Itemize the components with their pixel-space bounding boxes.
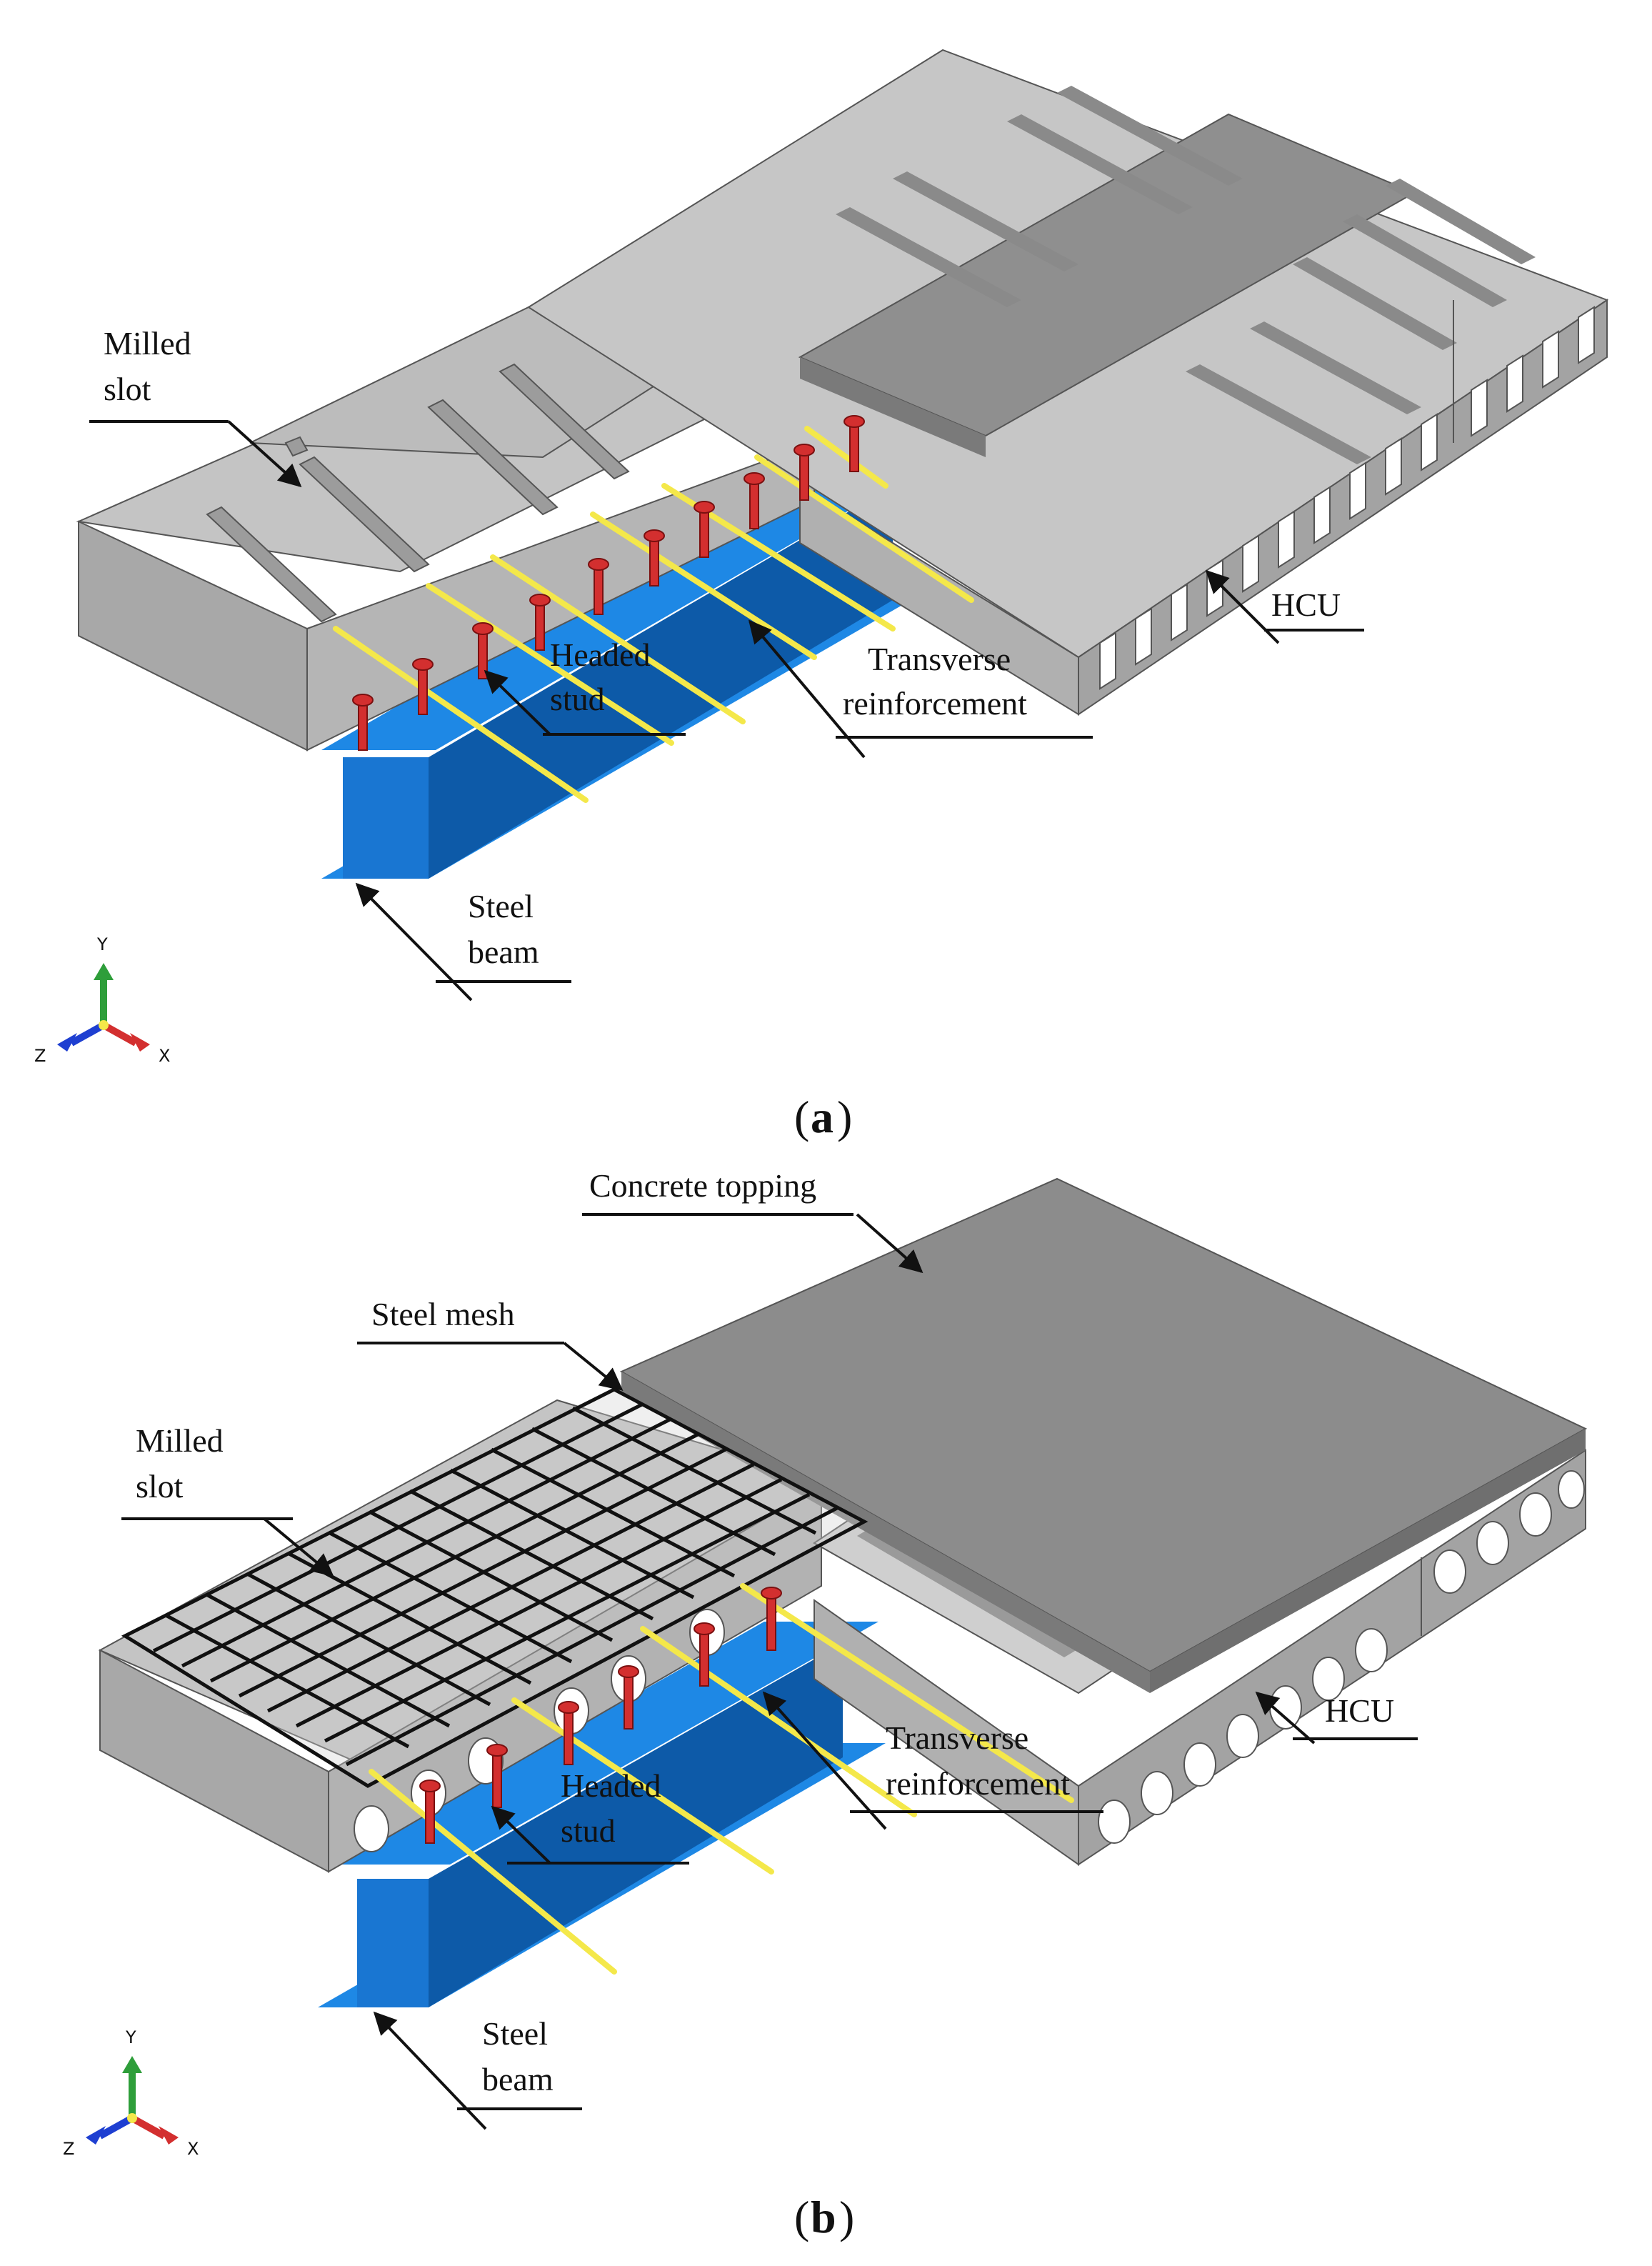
steel-beam-b-web (357, 1879, 429, 2007)
label-b-milled-1: Milled (136, 1422, 224, 1459)
label-a-transverse-1: Transverse (868, 641, 1011, 677)
arrow-b-hcu (1255, 1691, 1316, 1745)
steel-beam-web-side (429, 486, 893, 879)
label-a-milled-1: Milled (104, 325, 191, 361)
hcu-cores-b-right (1098, 1470, 1585, 1844)
hcu-right-end (799, 484, 1079, 716)
arrow-a-transverse (748, 619, 866, 759)
label-a-stud-1: Headed (550, 637, 650, 673)
label-b-beam-2: beam (482, 2061, 554, 2097)
arrow-a-beam (355, 882, 473, 1002)
steel-beam-web (343, 757, 429, 879)
axis-triad-a: Y X Z (34, 934, 170, 1066)
panel-a: Milled slot HCU Headed stud Transverse r… (34, 49, 1609, 1142)
caption-a-letter: a (811, 1092, 833, 1142)
caption-b-close: ) (839, 2192, 854, 2242)
panel-b: Concrete topping Steel mesh Milled slot … (63, 1167, 1588, 2242)
label-b-milled-2: slot (136, 1468, 184, 1504)
arrow-b-stud (491, 1805, 551, 1865)
label-b-transverse-2: reinforcement (886, 1765, 1070, 1802)
label-a-transverse-2: reinforcement (843, 685, 1027, 722)
axis-a-z-label: Z (34, 1046, 46, 1066)
label-b-hcu: HCU (1325, 1692, 1394, 1729)
steel-beam-b-top-flange (336, 1622, 878, 1865)
headed-studs-a (352, 415, 865, 751)
label-a-beam-2: beam (468, 934, 539, 970)
axis-a-y-label: Y (96, 934, 108, 954)
steel-beam-b-web-side (429, 1643, 843, 2007)
transverse-rebars-a (333, 426, 974, 803)
arrow-b-topping (856, 1213, 923, 1274)
label-a-beam-1: Steel (468, 888, 534, 924)
label-b-transverse-1: Transverse (886, 1720, 1028, 1756)
arrow-a-stud (484, 669, 551, 736)
caption-b-letter: b (811, 2192, 836, 2242)
axis-a-x-label: X (159, 1046, 170, 1066)
transverse-rebars-b (369, 1583, 1074, 1975)
hcu-cores-a (1099, 306, 1595, 690)
hcu-center-strip-front (800, 357, 986, 457)
arrow-b-milled (263, 1517, 334, 1577)
arrow-a-hcu (1205, 569, 1280, 644)
label-b-stud-2: stud (561, 1812, 616, 1849)
axis-b-z-label: Z (63, 2139, 74, 2159)
steel-mesh (121, 1387, 868, 1788)
label-b-mesh: Steel mesh (371, 1296, 515, 1332)
arrow-b-beam (373, 2011, 487, 2130)
label-a-hcu: HCU (1271, 587, 1341, 623)
axis-b-y-label: Y (125, 2027, 136, 2047)
steel-beam-top-flange (321, 464, 928, 750)
arrow-b-mesh (563, 1342, 624, 1392)
caption-b-open: ( (794, 2192, 809, 2242)
axis-b-x-label: X (187, 2139, 199, 2159)
arrow-a-milled (227, 420, 302, 488)
label-b-beam-1: Steel (482, 2015, 548, 2052)
caption-a-close: ) (837, 1092, 852, 1142)
hcu-b-right-end (814, 1599, 1079, 1866)
arrow-b-transverse (762, 1691, 887, 1830)
label-b-stud-1: Headed (561, 1767, 661, 1804)
label-a-milled-2: slot (104, 371, 151, 407)
grooves-a (836, 86, 1536, 464)
headed-studs-b (419, 1587, 782, 1844)
caption-a-open: ( (794, 1092, 809, 1142)
axis-triad-b: Y X Z (63, 2027, 199, 2159)
concrete-topping-end (621, 1372, 1150, 1693)
label-a-stud-2: stud (550, 681, 605, 717)
concrete-topping-front (1150, 1429, 1586, 1693)
label-b-topping: Concrete topping (589, 1167, 816, 1204)
